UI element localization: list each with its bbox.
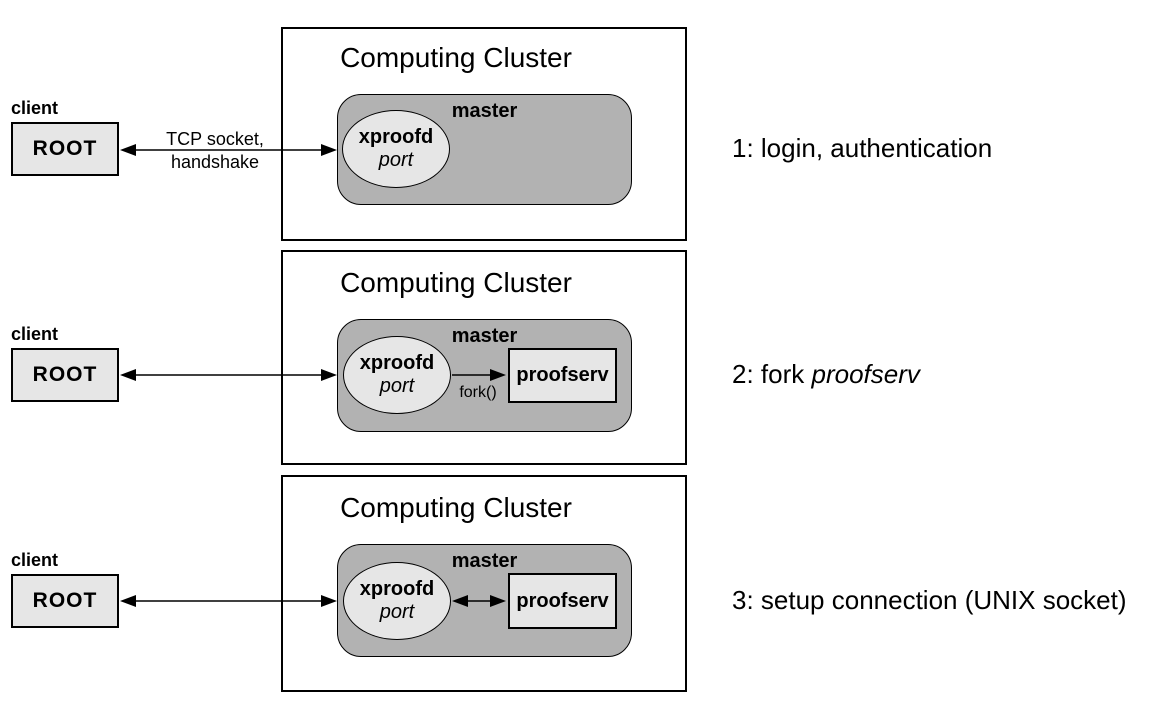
port-label: port	[379, 375, 415, 397]
root-client-node-label: ROOT	[32, 137, 98, 160]
client-label: client	[11, 98, 59, 118]
proofserv-node: proofserv	[508, 348, 617, 403]
cluster-title: Computing Cluster	[340, 492, 572, 523]
xproofd-ellipse: xproofd port	[343, 336, 451, 414]
root-client-node: ROOT	[11, 574, 119, 628]
xproofd-label: xproofd	[358, 126, 434, 148]
cluster-title: Computing Cluster	[340, 267, 572, 298]
xproofd-label: xproofd	[359, 352, 435, 374]
arrowhead-left	[120, 595, 136, 607]
root-client-node-label: ROOT	[32, 363, 98, 386]
tcp-socket-label-line2: handshake	[170, 152, 260, 172]
step-label-2-italic: proofserv	[811, 359, 920, 389]
step-label-3: 3: setup connection (UNIX socket)	[732, 585, 1127, 615]
xproofd-ellipse: xproofd port	[342, 110, 450, 188]
master-label: master	[451, 100, 518, 122]
step-label-2: 2: fork proofserv	[732, 359, 920, 390]
xproofd-label: xproofd	[359, 578, 435, 600]
root-client-node-label: ROOT	[32, 589, 98, 612]
xproofd-ellipse: xproofd port	[343, 562, 451, 640]
proofserv-label: proofserv	[516, 364, 609, 386]
tcp-socket-label-line1: TCP socket,	[166, 129, 264, 149]
port-label: port	[378, 149, 414, 171]
master-label: master	[451, 325, 518, 347]
client-label: client	[11, 550, 59, 570]
root-client-node: ROOT	[11, 122, 119, 176]
root-client-node: ROOT	[11, 348, 119, 402]
port-label: port	[379, 601, 415, 623]
proofserv-node: proofserv	[508, 573, 617, 629]
client-label: client	[11, 324, 59, 344]
cluster-title: Computing Cluster	[340, 42, 572, 73]
step-label-1: 1: login, authentication	[732, 133, 993, 163]
proofserv-label: proofserv	[516, 589, 609, 612]
fork-call-label: fork()	[459, 384, 497, 401]
arrowhead-left	[120, 369, 136, 381]
step-label-2-prefix: 2: fork	[732, 359, 812, 389]
master-label: master	[451, 550, 518, 572]
